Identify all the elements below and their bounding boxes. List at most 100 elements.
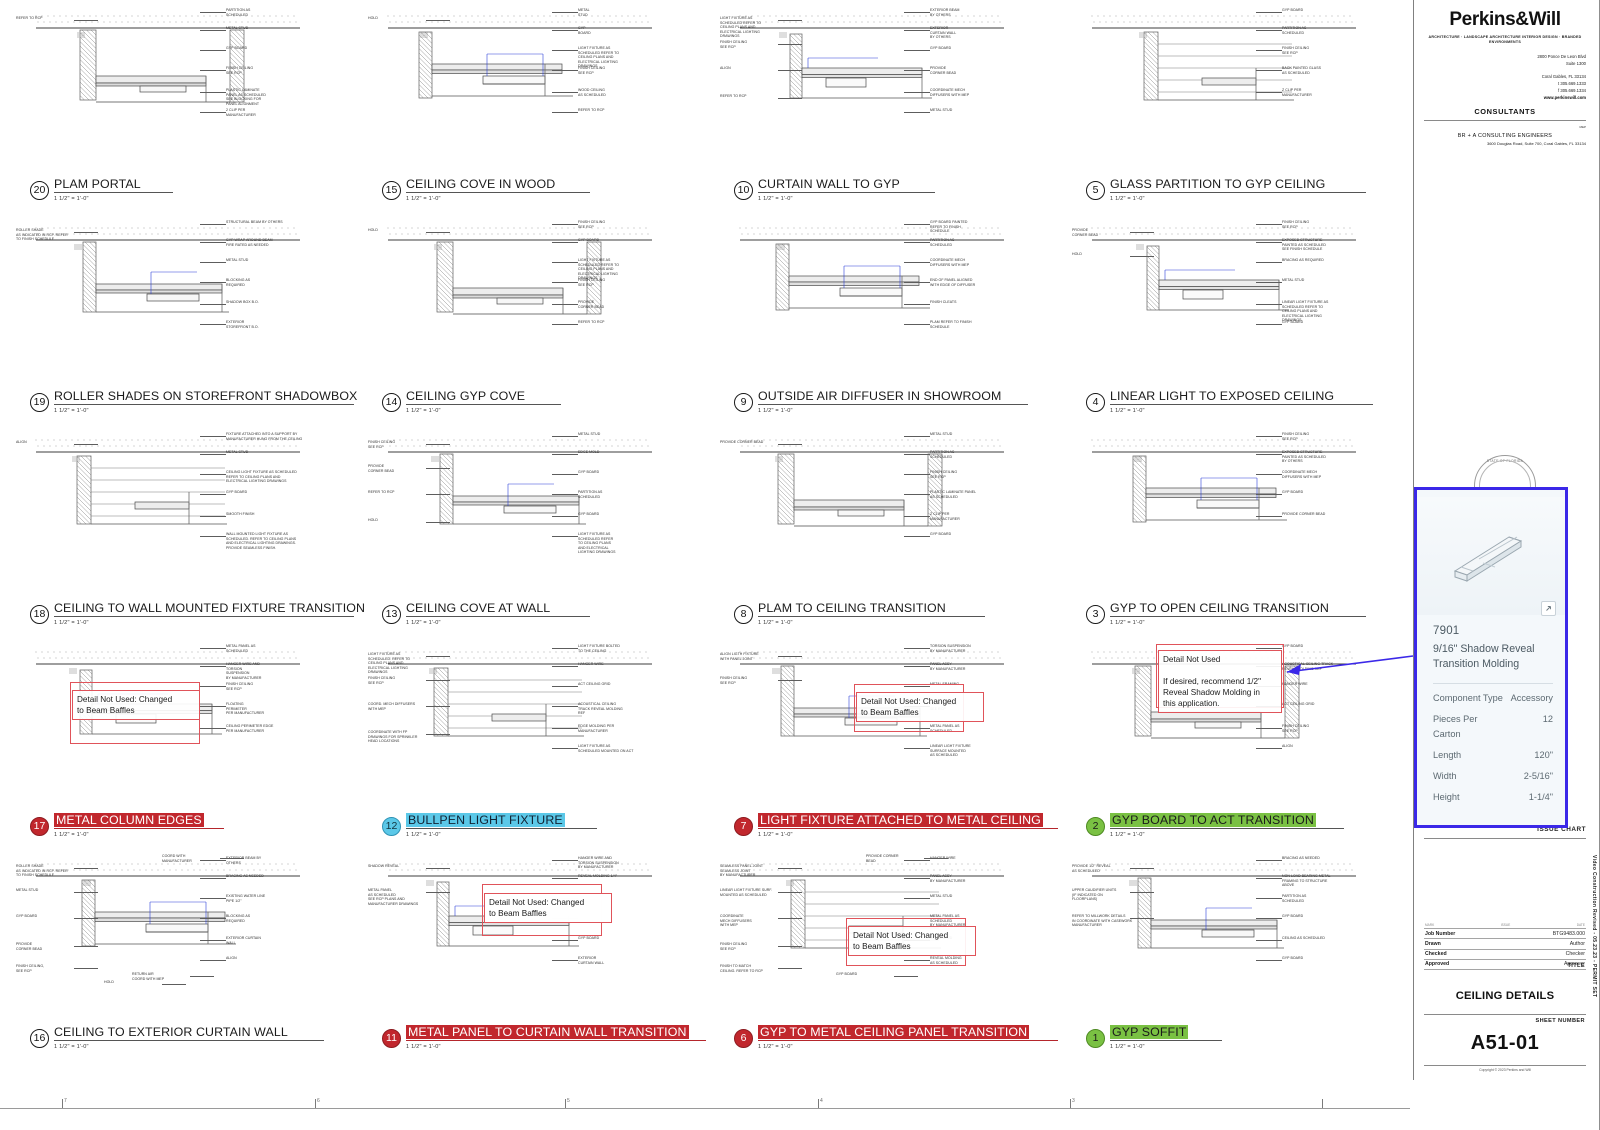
detail-number-bubble[interactable]: 4	[1086, 393, 1105, 412]
title-underline	[758, 1039, 1058, 1041]
detail-scale: 1 1/2" = 1'-0"	[1110, 832, 1145, 838]
detail-scale: 1 1/2" = 1'-0"	[1110, 1044, 1145, 1050]
annotation-note: METAL STUD	[578, 432, 601, 436]
leader-line	[778, 946, 802, 947]
detail-9[interactable]: GYP BOARD PAINTED REFER TO FINISH SCHEDU…	[716, 214, 1060, 420]
product-name: 9/16" Shadow Reveal Transition Molding	[1433, 643, 1535, 671]
annotation-note: EXTERIOR CURTAIN WALL BY OTHERS	[930, 26, 957, 40]
leader-line	[200, 918, 226, 919]
detail-number-bubble[interactable]: 13	[382, 605, 401, 624]
detail-number-bubble[interactable]: 17	[30, 817, 49, 836]
leader-line	[1256, 878, 1282, 879]
detail-number-bubble[interactable]: 8	[734, 605, 753, 624]
annotation-note: GYP BOARD	[578, 26, 591, 35]
markup-note-mk6[interactable]: Detail Not Used: Changed to Beam Baffles	[848, 926, 976, 957]
detail-number-bubble[interactable]: 14	[382, 393, 401, 412]
annotation-note: CEILING PERIMETER EDGE PER MANUFACTURER	[226, 724, 274, 733]
leader-line	[426, 892, 450, 893]
leader-line	[200, 666, 226, 667]
detail-number-bubble[interactable]: 19	[30, 393, 49, 412]
annotation-note: Z CLIP PER MANUFACTURER	[930, 512, 960, 521]
leader-line	[74, 232, 98, 233]
annotation-note: EXTERIOR CURTAIN WALL	[578, 956, 605, 965]
detail-title-bar: 18 CEILING TO WALL MOUNTED FIXTURE TRANSI…	[30, 600, 365, 626]
annotation-note: LINEAR LIGHT FIXTURE SURF. MOUNTED AS SC…	[720, 888, 773, 897]
detail-number-bubble[interactable]: 3	[1086, 605, 1105, 624]
detail-number-bubble[interactable]: 15	[382, 181, 401, 200]
leader-line	[426, 680, 450, 681]
leader-line	[220, 858, 244, 859]
detail-number-bubble[interactable]: 10	[734, 181, 753, 200]
annotation-note: ACOUSTICAL CEILING TRACK REVEAL MOLDING …	[578, 702, 623, 716]
markup-note-mk3[interactable]: Detail Not Used If desired, recommend 1/…	[1158, 650, 1282, 714]
detail-number-bubble[interactable]: 12	[382, 817, 401, 836]
detail-number-bubble[interactable]: 11	[382, 1029, 401, 1048]
leader-line	[1256, 282, 1282, 283]
leader-line	[190, 976, 214, 977]
detail-number-bubble[interactable]: 9	[734, 393, 753, 412]
section-linework	[35, 227, 300, 313]
annotation-note: PANEL ASSY BY MANUFACTURER	[930, 662, 966, 671]
annotation-note: GYP BOARD	[1282, 8, 1304, 12]
detail-number-bubble[interactable]: 18	[30, 605, 49, 624]
leader-line	[1256, 728, 1282, 729]
detail-number-bubble[interactable]: 7	[734, 817, 753, 836]
detail-11[interactable]: HANGER WIRE AND TORSION SUSPENSION BY MA…	[364, 850, 708, 1056]
annotation-note: PROVIDE CORNER BEAD	[368, 464, 395, 473]
leader-line	[1256, 960, 1282, 961]
title-underline	[1110, 828, 1345, 829]
annotation-note: REFER TO MILLWORK DETAILS IN COORDINATE …	[1072, 914, 1133, 928]
detail-scale: 1 1/2" = 1'-0"	[1110, 620, 1145, 626]
detail-number-bubble[interactable]: 16	[30, 1029, 49, 1048]
markup-note-mk7[interactable]: Detail Not Used: Changed to Beam Baffles	[856, 692, 984, 723]
annotation-note: PROVIDE CORNER BEAD	[866, 854, 899, 863]
annotation-note: BRACING AS NEEDED	[1282, 856, 1320, 860]
detail-title: CEILING TO WALL MOUNTED FIXTURE TRANSITI…	[54, 601, 366, 615]
expand-icon[interactable]	[1541, 601, 1556, 616]
markup-note-mk17[interactable]: Detail Not Used: Changed to Beam Baffles	[72, 690, 200, 721]
annotation-note: PROVIDE CORNER BEAD	[720, 440, 764, 444]
product-info-card[interactable]: 7901 9/16" Shadow Reveal Transition Mold…	[1414, 487, 1568, 828]
leader-line	[778, 968, 802, 969]
detail-number-bubble[interactable]: 20	[30, 181, 49, 200]
annotation-note: PROVIDE CORNER BEAD	[1072, 228, 1099, 237]
annotation-note: FINISH CEILING SEE RCP	[226, 682, 254, 691]
detail-number-bubble[interactable]: 5	[1086, 181, 1105, 200]
annotation-note: PARTITION AS SCHEDULED	[1282, 894, 1307, 903]
detail-title: PLAM TO CEILING TRANSITION	[758, 601, 946, 615]
leader-line	[200, 878, 226, 879]
detail-number-bubble[interactable]: 1	[1086, 1029, 1105, 1048]
leader-line	[1256, 648, 1282, 649]
leader-line	[74, 892, 98, 893]
annotation-note: PARTITION AS SCHEDULED	[226, 8, 251, 17]
firm-website[interactable]: www.perkinswill.com	[1543, 95, 1586, 101]
detail-18[interactable]: FIXTURE ATTACHED INTO A SUPPORT BY MANUF…	[12, 426, 365, 632]
detail-number-bubble[interactable]: 6	[734, 1029, 753, 1048]
annotation-note: HOLD	[1072, 252, 1082, 256]
leader-line	[778, 444, 802, 445]
markup-note-mk11[interactable]: Detail Not Used: Changed to Beam Baffles	[484, 893, 612, 924]
spec-row: Pieces Per Carton 12	[1433, 712, 1553, 741]
firm-fax: f 305.669.1334	[1558, 88, 1586, 94]
annotation-note: FINISH CEILING SEE RCP	[368, 440, 396, 449]
detail-number-bubble[interactable]: 2	[1086, 817, 1105, 836]
